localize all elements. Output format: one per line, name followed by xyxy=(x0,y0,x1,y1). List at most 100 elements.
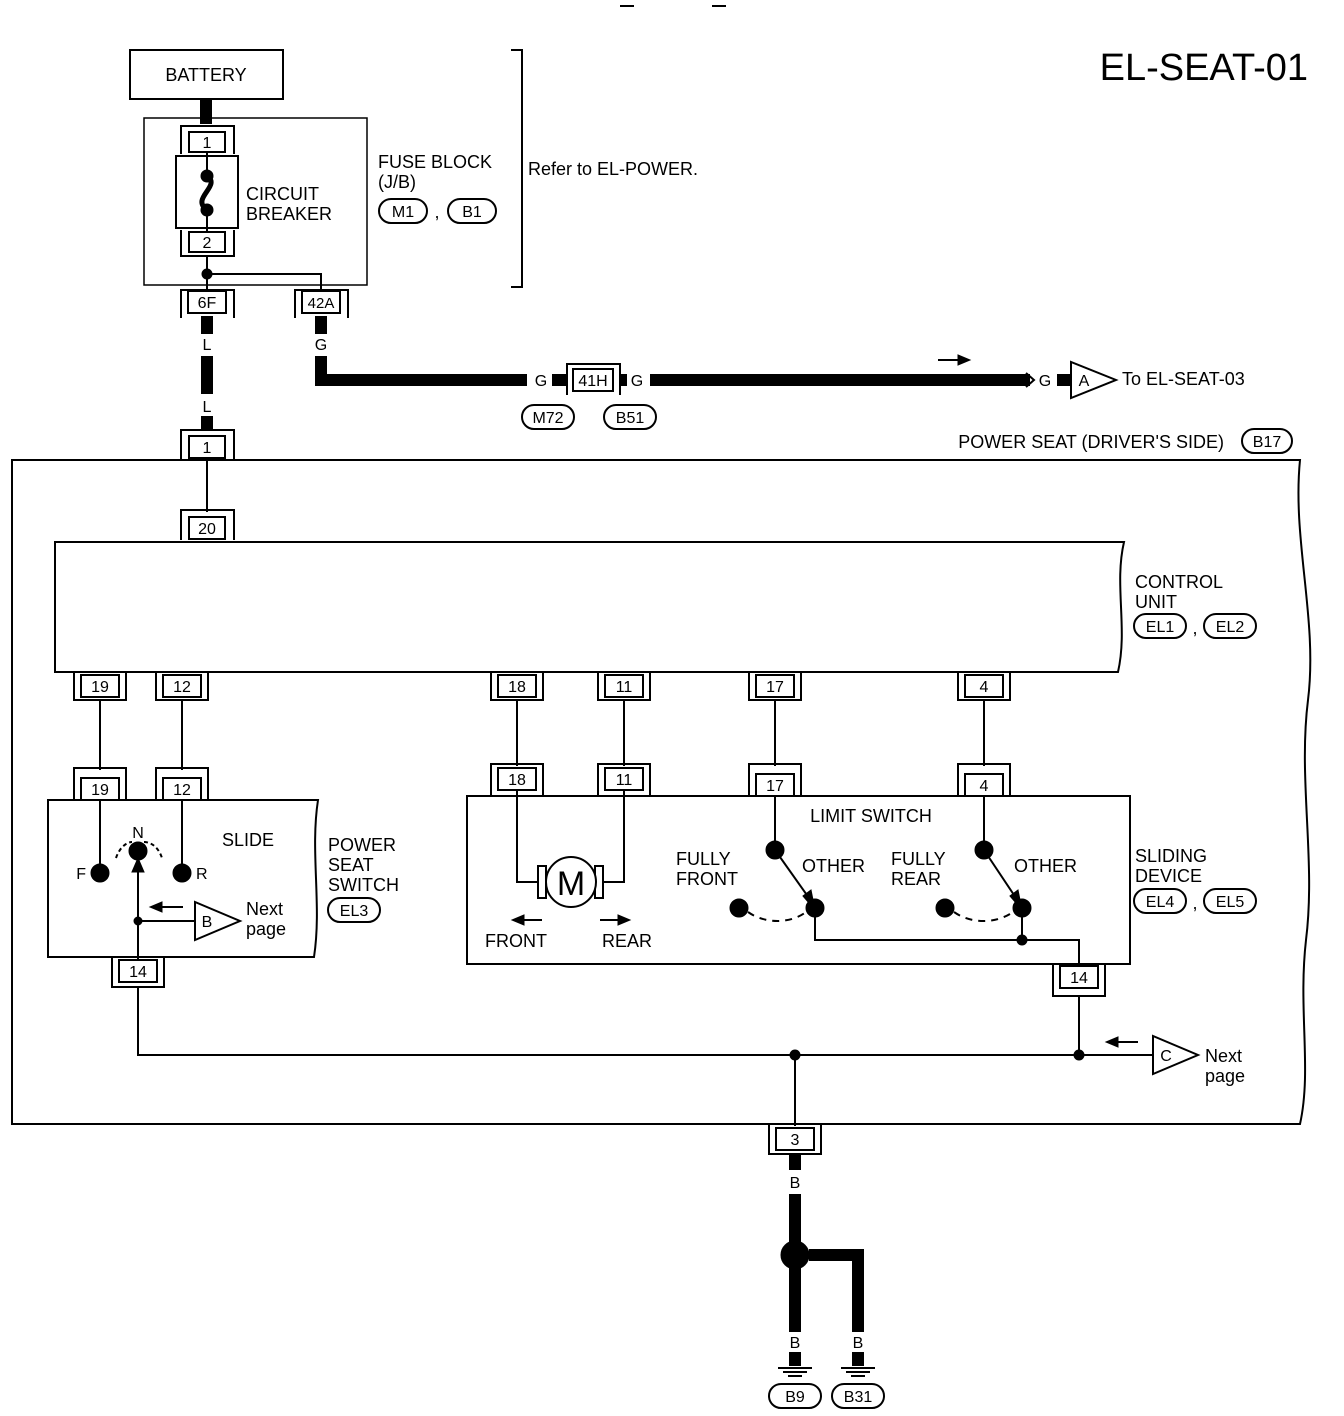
connector-switch-pin-14: 14 xyxy=(111,957,165,988)
wire-color-b-right: B xyxy=(853,1335,864,1352)
connector-badge-el4: EL4 xyxy=(1133,888,1187,914)
svg-text:EL4: EL4 xyxy=(1146,894,1175,911)
connector-badge-el2: EL2 xyxy=(1203,613,1257,639)
svg-text:19: 19 xyxy=(91,782,109,799)
motor: M xyxy=(537,856,604,908)
sliding-device-label-2: DEVICE xyxy=(1135,866,1202,886)
svg-text:11: 11 xyxy=(616,679,633,696)
flow-arrow-right xyxy=(938,354,972,366)
connector-badge-b9: B9 xyxy=(768,1383,822,1409)
power-seat-switch-label-1: POWER xyxy=(328,835,396,855)
connector-pin-1: 1 xyxy=(180,125,235,154)
connector-seat-pin-3: 3 xyxy=(768,1124,822,1155)
wire-color-b-main: B xyxy=(790,1175,801,1192)
fuse-block-box xyxy=(143,117,368,286)
svg-text:B17: B17 xyxy=(1253,434,1282,451)
svg-text:2: 2 xyxy=(203,235,212,252)
wire-color-g-end: G xyxy=(1039,373,1051,390)
svg-text:EL5: EL5 xyxy=(1216,894,1245,911)
power-seat-box xyxy=(11,459,1312,1125)
svg-text:42A: 42A xyxy=(308,295,335,312)
svg-text:EL2: EL2 xyxy=(1216,619,1245,636)
circuit-breaker-label-2: BREAKER xyxy=(246,204,332,224)
connector-badge-m72: M72 xyxy=(521,404,575,430)
svg-text:4: 4 xyxy=(980,778,989,795)
circuit-breaker-label-1: CIRCUIT xyxy=(246,184,319,204)
svg-text:B9: B9 xyxy=(785,1389,805,1406)
svg-text:C: C xyxy=(1160,1048,1172,1065)
connector-sd-pin-17: 17 xyxy=(748,763,802,797)
connector-badge-b17: B17 xyxy=(1241,428,1293,454)
wire-to-42a xyxy=(207,273,322,290)
connector-badge-m1: M1 xyxy=(378,198,428,224)
wire-color-g-right: G xyxy=(631,373,643,390)
switch-contact-r xyxy=(172,863,192,883)
fully-rear-label-2: REAR xyxy=(891,869,941,889)
power-seat-label: POWER SEAT (DRIVER'S SIDE) xyxy=(958,432,1224,452)
next-page-b-1: Next xyxy=(246,899,283,919)
ground-symbol-b9 xyxy=(778,1352,812,1377)
wire-color-l-top: L xyxy=(203,337,212,354)
svg-text:18: 18 xyxy=(508,772,526,789)
svg-text:1: 1 xyxy=(203,135,212,152)
front-arrow xyxy=(510,914,542,926)
limit-switch-front xyxy=(729,796,1022,941)
switch-pos-f: F xyxy=(76,866,86,883)
connector-separator: , xyxy=(1192,618,1197,638)
to-el-seat-03: To EL-SEAT-03 xyxy=(1122,369,1245,389)
switch-pos-n: N xyxy=(132,825,144,842)
svg-text:4: 4 xyxy=(980,679,989,696)
limit-switch-label: LIMIT SWITCH xyxy=(810,806,932,826)
connector-cu-pin-19: 19 xyxy=(73,672,127,701)
circuit-breaker xyxy=(175,152,239,232)
svg-text:41H: 41H xyxy=(578,373,607,390)
connector-badge-b1: B1 xyxy=(447,198,497,224)
connector-cu-pin-17: 17 xyxy=(748,672,802,701)
power-seat-switch-label-2: SEAT xyxy=(328,855,374,875)
slide-label: SLIDE xyxy=(222,830,274,850)
svg-text:EL1: EL1 xyxy=(1146,619,1175,636)
connector-6f: 6F xyxy=(180,289,235,318)
switch-arrow xyxy=(131,856,145,873)
fuse-block-label-2: (J/B) xyxy=(378,172,416,192)
connector-separator: , xyxy=(434,202,439,222)
svg-text:3: 3 xyxy=(791,1132,800,1149)
svg-text:B51: B51 xyxy=(616,410,645,427)
connector-cu-pin-20: 20 xyxy=(180,509,235,540)
rear-label: REAR xyxy=(602,931,652,951)
svg-text:M72: M72 xyxy=(532,410,563,427)
svg-text:12: 12 xyxy=(173,679,191,696)
connector-cu-pin-12: 12 xyxy=(155,672,209,701)
next-page-c-2: page xyxy=(1205,1066,1245,1086)
other-label-1: OTHER xyxy=(802,856,865,876)
connector-badge-b51: B51 xyxy=(603,404,657,430)
svg-text:B31: B31 xyxy=(844,1389,873,1406)
other-label-2: OTHER xyxy=(1014,856,1077,876)
svg-text:EL3: EL3 xyxy=(340,903,369,920)
fully-front-label-2: FRONT xyxy=(676,869,738,889)
switch-contact-f xyxy=(90,863,110,883)
svg-text:14: 14 xyxy=(129,964,147,981)
front-label: FRONT xyxy=(485,931,547,951)
connector-pin-2: 2 xyxy=(180,230,235,257)
svg-text:M: M xyxy=(557,865,585,903)
bracket xyxy=(511,49,523,288)
continuation-marker-c: C xyxy=(1152,1034,1201,1076)
svg-text:17: 17 xyxy=(766,778,784,795)
wire-motor-left xyxy=(516,790,538,883)
svg-text:6F: 6F xyxy=(198,295,217,312)
continuation-marker-a: A xyxy=(1070,360,1119,400)
control-unit-label-1: CONTROL xyxy=(1135,572,1223,592)
ground-splice xyxy=(780,1240,810,1270)
limit-switch-rear xyxy=(935,796,1080,966)
wire-color-l-bottom: L xyxy=(203,399,212,416)
joint-connector-41h: 41H xyxy=(566,363,621,395)
connector-sd-pin-11: 11 xyxy=(597,763,651,796)
flow-arrow-left xyxy=(148,901,183,913)
svg-text:1: 1 xyxy=(203,440,212,457)
svg-text:M1: M1 xyxy=(392,204,414,221)
connector-badge-el1: EL1 xyxy=(1133,613,1187,639)
wire-color-b-left: B xyxy=(790,1335,801,1352)
connector-42a: 42A xyxy=(294,289,349,318)
